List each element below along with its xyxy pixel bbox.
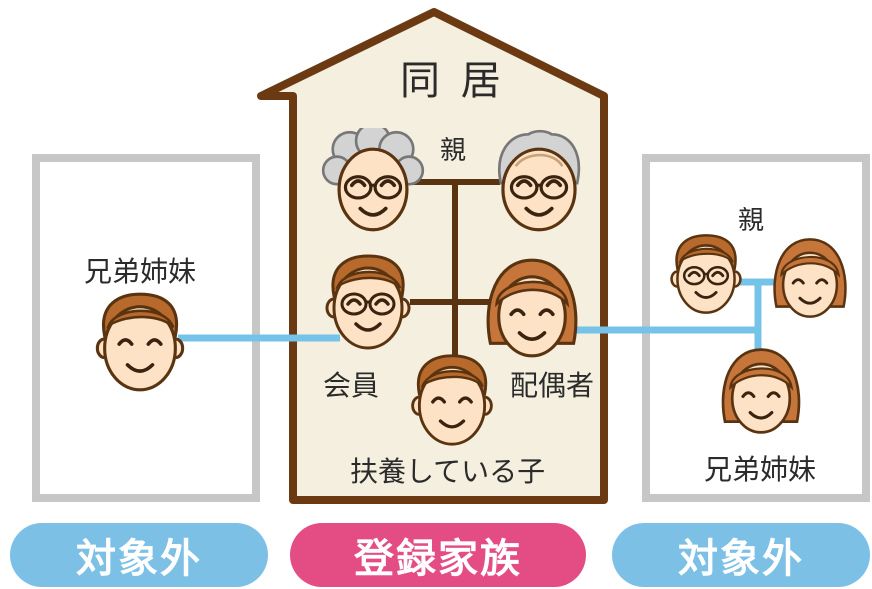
right-parents-label: 親 (738, 206, 765, 236)
right-siblings-label: 兄弟姉妹 (704, 453, 817, 486)
spouse-label: 配偶者 (510, 369, 595, 402)
left-siblings-label: 兄弟姉妹 (84, 255, 197, 288)
excluded-pill-right: 対象外 (612, 523, 870, 587)
spouse-mother-face (773, 237, 847, 319)
house-title: 同 居 (400, 58, 505, 104)
grandfather-face (497, 129, 581, 232)
registered-family-pill: 登録家族 (290, 523, 586, 587)
excluded-pill-left: 対象外 (10, 523, 268, 587)
spouse-face (486, 258, 578, 358)
member-label: 会員 (323, 369, 380, 402)
spouse-sibling-face (721, 348, 801, 434)
dependent-child-label: 扶養している子 (350, 455, 546, 488)
house-parents-label: 親 (440, 136, 467, 166)
